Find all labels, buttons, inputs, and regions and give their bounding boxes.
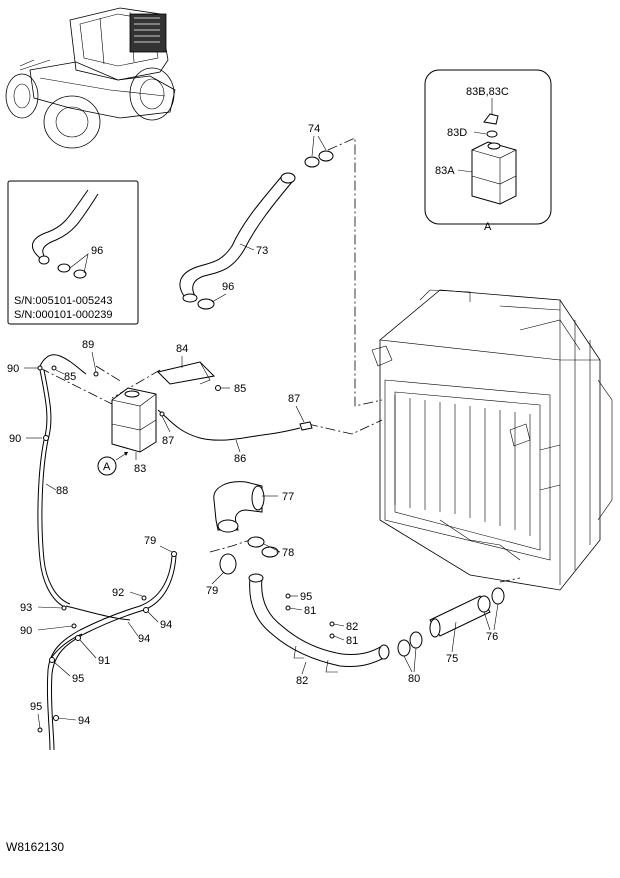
- callout-79: 79: [206, 585, 218, 597]
- detail-a-marker-letter: A: [103, 461, 111, 473]
- callout-78: 78: [282, 547, 294, 559]
- callout-82b: 81: [346, 635, 358, 647]
- radiator-assembly: [371, 289, 613, 591]
- drain-hose-91: 79 92 94 93 90 94 91 95 95 94: [20, 535, 177, 751]
- callout-91: 94: [138, 633, 150, 645]
- callout-86: 86: [234, 453, 246, 465]
- callout-75: 75: [446, 653, 458, 665]
- callout-93: 94: [160, 619, 172, 631]
- callout-87b: 87: [162, 435, 174, 447]
- callout-95b: 95: [72, 673, 84, 685]
- callout-84: 84: [176, 343, 188, 355]
- callout-87a: 87: [288, 393, 300, 405]
- coolant-reservoir: 83 A 84 85 89: [82, 339, 246, 476]
- upper-radiator-hose: 73 96 74: [179, 123, 334, 310]
- tractor-overview: [5, 7, 176, 149]
- callout-81b: 82: [346, 621, 358, 633]
- inset-frame: [7, 180, 139, 325]
- callout-76a: 80: [408, 673, 420, 685]
- callout-92: 79: [144, 535, 156, 547]
- serial-number-2: S/N:000101-000239: [14, 309, 112, 321]
- detail-a-letter: A: [484, 221, 492, 233]
- callout-95c: 94: [78, 715, 90, 727]
- callout-80: 82: [296, 675, 308, 687]
- callout-90a: 90: [7, 363, 19, 375]
- callout-88: 88: [56, 485, 68, 497]
- callout-73: 73: [256, 245, 268, 257]
- callout-82a: 81: [304, 605, 316, 617]
- elbow-hose-77: 77 78 79: [206, 481, 294, 597]
- callout-76b: 76: [486, 631, 498, 643]
- callout-94a: 92: [112, 587, 124, 599]
- callout-83d: 83D: [447, 127, 467, 139]
- callout-96b: 96: [222, 281, 234, 293]
- callout-85b: 85: [234, 383, 246, 395]
- callout-94c: 95: [30, 701, 42, 713]
- callout-83: 83: [134, 463, 146, 475]
- callout-81a: 95: [300, 591, 312, 603]
- lower-hose-75: 75 80 76: [397, 587, 505, 685]
- lower-pipe-80: 82 95 81 82 81: [248, 573, 390, 687]
- callout-96a: 96: [91, 245, 103, 257]
- callout-90b: 90: [9, 433, 21, 445]
- callout-83bc: 83B,83C: [466, 86, 509, 98]
- callout-85a: 85: [64, 371, 76, 383]
- detail-a-frame: [424, 69, 552, 225]
- callout-95a: 91: [98, 655, 110, 667]
- detail-a-inset: 83B,83C 83D 83A A: [424, 69, 552, 233]
- callout-89: 89: [82, 339, 94, 351]
- detail-a-marker: [97, 456, 117, 476]
- callout-94b: 90: [20, 625, 32, 637]
- callout-90c: 93: [20, 602, 32, 614]
- serial-variant-inset: 96 S/N:005101-005243 S/N:000101-000239: [7, 180, 139, 325]
- drain-hose-88: 90 85 90 88: [7, 354, 87, 609]
- drawing-id: W8162130: [6, 840, 64, 854]
- serial-number-1: S/N:005101-005243: [14, 295, 112, 307]
- callout-74: 74: [308, 123, 320, 135]
- overflow-hose-86: 86 87 87: [157, 393, 313, 465]
- callout-83a: 83A: [435, 165, 455, 177]
- callout-77: 77: [282, 491, 294, 503]
